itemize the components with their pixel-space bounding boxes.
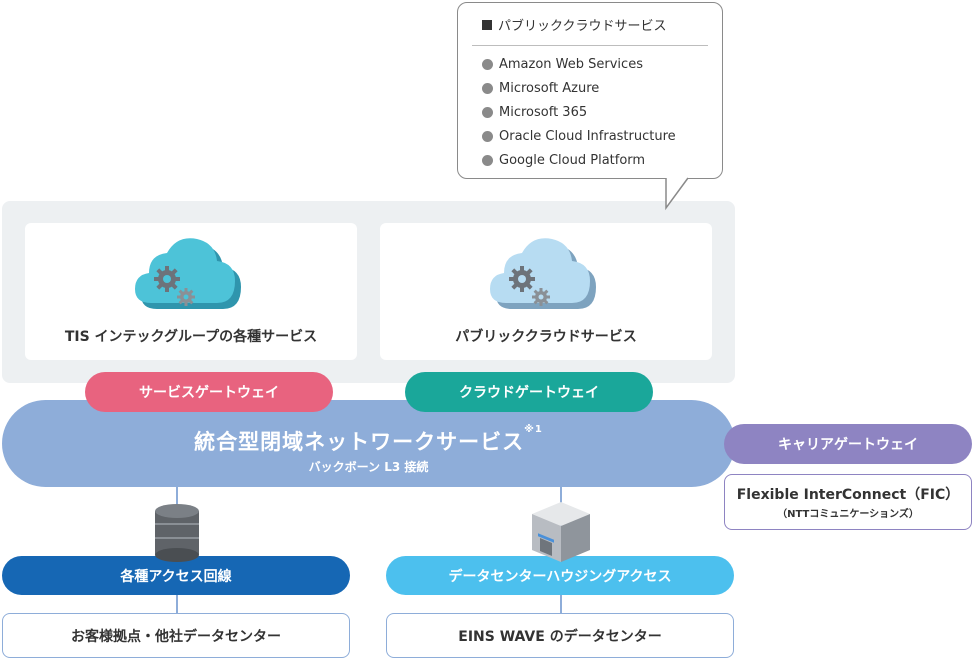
callout-divider bbox=[472, 45, 708, 46]
callout-item: Oracle Cloud Infrastructure bbox=[482, 124, 708, 148]
circle-bullet-icon bbox=[482, 58, 493, 70]
eins-wave-dc-box: EINS WAVE のデータセンター bbox=[386, 613, 734, 658]
access-line-pill: 各種アクセス回線 bbox=[2, 556, 350, 595]
database-icon bbox=[155, 504, 199, 562]
backbone-title: 統合型閉域ネットワークサービス※1 bbox=[2, 424, 735, 456]
tis-services-card: TIS インテックグループの各種サービス bbox=[25, 223, 357, 360]
customer-sites-box: お客様拠点・他社データセンター bbox=[2, 613, 350, 658]
fic-provider: （NTTコミュニケーションズ） bbox=[777, 509, 919, 520]
circle-bullet-icon bbox=[482, 154, 493, 166]
public-cloud-card: パブリッククラウドサービス bbox=[380, 223, 712, 360]
fic-box: Flexible InterConnect（FIC） （NTTコミュニケーション… bbox=[724, 474, 972, 530]
callout-item-label: Microsoft 365 bbox=[499, 104, 588, 120]
square-bullet-icon bbox=[482, 19, 492, 30]
cloud-gear-icon bbox=[490, 238, 596, 309]
backbone-title-text: 統合型閉域ネットワークサービス bbox=[194, 430, 525, 454]
cloud-gateway-pill: クラウドゲートウェイ bbox=[405, 372, 653, 412]
connector-line bbox=[176, 594, 178, 614]
circle-bullet-icon bbox=[482, 106, 493, 118]
public-cloud-label: パブリッククラウドサービス bbox=[455, 329, 637, 345]
connector-line bbox=[560, 594, 562, 614]
tis-services-label: TIS インテックグループの各種サービス bbox=[64, 329, 318, 345]
service-gateway-pill: サービスゲートウェイ bbox=[85, 372, 333, 412]
dc-housing-pill: データセンターハウジングアクセス bbox=[386, 556, 734, 595]
callout-item-label: Microsoft Azure bbox=[499, 80, 600, 96]
carrier-gateway-pill: キャリアゲートウェイ bbox=[724, 424, 972, 464]
backbone-footnote: ※1 bbox=[524, 424, 543, 435]
backbone-network: 統合型閉域ネットワークサービス※1 バックボーン L3 接続 bbox=[2, 400, 735, 487]
circle-bullet-icon bbox=[482, 82, 493, 94]
callout-item-label: Amazon Web Services bbox=[499, 56, 643, 72]
cloud-gear-icon bbox=[135, 238, 241, 309]
callout-item: Amazon Web Services bbox=[482, 52, 708, 76]
callout-title-text: パブリッククラウドサービス bbox=[498, 19, 667, 34]
circle-bullet-icon bbox=[482, 130, 493, 142]
callout-item: Microsoft Azure bbox=[482, 76, 708, 100]
callout-item-label: Oracle Cloud Infrastructure bbox=[499, 128, 676, 144]
datacenter-building-icon bbox=[532, 502, 590, 562]
callout-title: パブリッククラウドサービス bbox=[482, 15, 708, 34]
public-cloud-callout: パブリッククラウドサービス Amazon Web Services Micros… bbox=[457, 2, 723, 179]
callout-item-label: Google Cloud Platform bbox=[499, 152, 646, 168]
callout-item: Microsoft 365 bbox=[482, 100, 708, 124]
fic-title: Flexible InterConnect（FIC） bbox=[736, 487, 960, 503]
callout-item: Google Cloud Platform bbox=[482, 148, 708, 172]
backbone-subtitle: バックボーン L3 接続 bbox=[308, 460, 429, 474]
